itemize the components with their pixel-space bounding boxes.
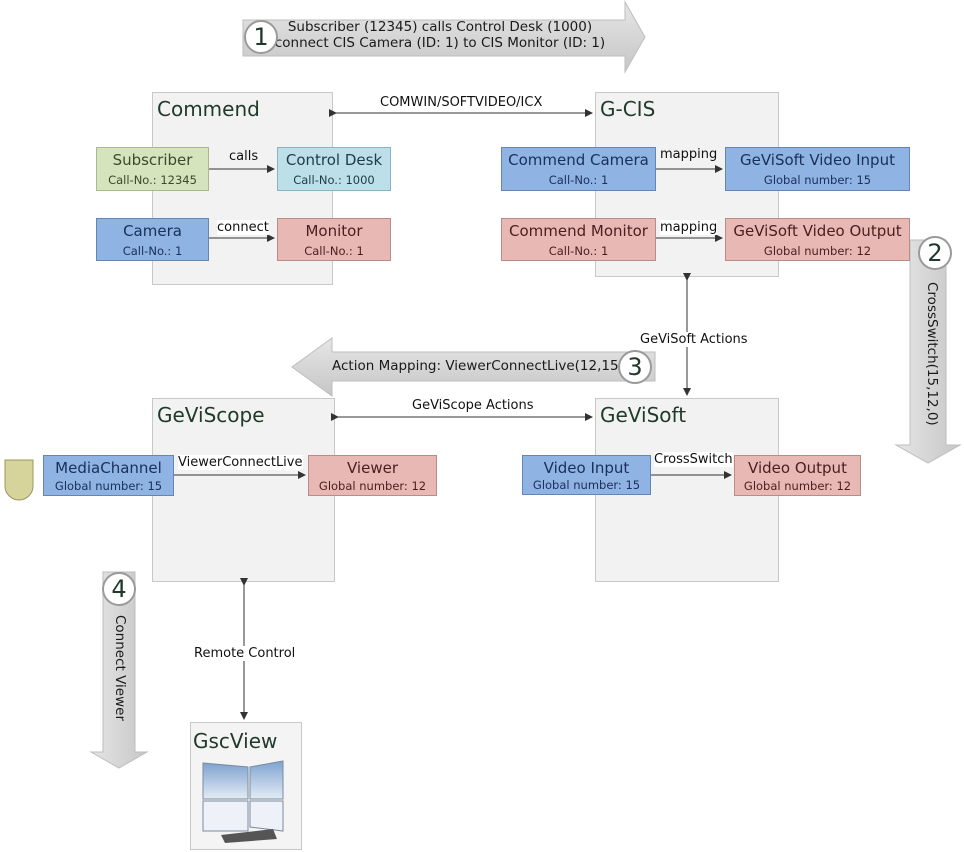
step-1-line-2: connect CIS Camera (ID: 1) to CIS Monito…: [274, 35, 606, 51]
gevisoft-actions-label: GeViSoft Actions: [640, 332, 748, 347]
step-1-text: Subscriber (12345) calls Control Desk (1…: [270, 19, 610, 51]
step-1-line-1: Subscriber (12345) calls Control Desk (1…: [287, 19, 593, 35]
step-3-text: Action Mapping: ViewerConnectLive(12,15): [332, 358, 624, 374]
geviscope-actions-label: GeViScope Actions: [412, 398, 534, 413]
gevisoft-video-output-number: Global number: 12: [763, 244, 872, 259]
video-output-box: Video Output Global number: 12: [734, 455, 861, 496]
step-4-badge: 4: [102, 572, 136, 606]
monitor-callno: Call-No.: 1: [304, 244, 364, 259]
subscriber-callno: Call-No.: 12345: [108, 173, 197, 188]
step-1-arrow: [242, 0, 646, 74]
gevisoft-video-input-title: GeViSoft Video Input: [740, 151, 895, 169]
video-output-number: Global number: 12: [743, 479, 852, 494]
gevisoft-video-input-number: Global number: 15: [763, 173, 872, 188]
remote-control-label: Remote Control: [194, 646, 296, 661]
mapping-label-1: mapping: [660, 147, 718, 162]
video-input-number: Global number: 15: [532, 478, 641, 493]
geviscope-panel: GeViScope: [152, 398, 335, 582]
gscview-panel: GscView: [190, 722, 302, 850]
comwin-label: COMWIN/SOFTVIDEO/ICX: [380, 95, 543, 110]
commend-monitor-title: Commend Monitor: [509, 222, 648, 240]
camera-box: Camera Call-No.: 1: [96, 218, 209, 261]
mapping-label-2: mapping: [660, 220, 718, 235]
step-1-badge: 1: [244, 20, 278, 54]
step-4-arrow: [89, 571, 149, 769]
gevisoft-video-output-box: GeViSoft Video Output Global number: 12: [725, 218, 910, 261]
gscview-icon: [202, 760, 284, 843]
connect-label: connect: [217, 220, 269, 235]
gevisoft-video-input-box: GeViSoft Video Input Global number: 15: [725, 147, 910, 191]
viewer-connect-label: ViewerConnectLive: [178, 455, 303, 470]
media-channel-box: MediaChannel Global number: 15: [43, 455, 174, 496]
viewer-number: Global number: 12: [318, 479, 427, 494]
control-desk-title: Control Desk: [285, 151, 383, 169]
gevisoft-title: GeViSoft: [600, 403, 687, 427]
control-desk-box: Control Desk Call-No.: 1000: [277, 147, 391, 191]
step-2-badge: 2: [918, 236, 952, 270]
step-2-arrow: [894, 239, 962, 464]
gevisoft-video-output-title: GeViSoft Video Output: [733, 222, 902, 240]
step-3-arrow: [291, 337, 656, 397]
camera-icon: [4, 459, 34, 501]
commend-title: Commend: [157, 97, 260, 121]
gscview-title: GscView: [193, 729, 278, 753]
camera-callno: Call-No.: 1: [122, 244, 183, 259]
viewer-title: Viewer: [347, 459, 398, 477]
monitor-title: Monitor: [305, 222, 363, 240]
commend-camera-box: Commend Camera Call-No.: 1: [501, 147, 656, 191]
video-input-box: Video Input Global number: 15: [522, 455, 651, 495]
media-channel-number: Global number: 15: [54, 479, 163, 494]
monitor-box: Monitor Call-No.: 1: [277, 218, 391, 261]
video-output-title: Video Output: [748, 459, 847, 477]
geviscope-title: GeViScope: [157, 403, 265, 427]
control-desk-callno: Call-No.: 1000: [293, 173, 375, 188]
media-channel-title: MediaChannel: [55, 459, 162, 477]
subscriber-box: Subscriber Call-No.: 12345: [96, 147, 209, 191]
commend-camera-callno: Call-No.: 1: [548, 173, 609, 188]
calls-label: calls: [229, 149, 259, 164]
step-3-badge: 3: [618, 350, 652, 384]
gcis-title: G-CIS: [600, 97, 656, 121]
viewer-box: Viewer Global number: 12: [308, 455, 437, 496]
video-input-title: Video Input: [543, 459, 630, 477]
commend-camera-title: Commend Camera: [508, 151, 649, 169]
subscriber-title: Subscriber: [112, 151, 193, 169]
camera-title: Camera: [123, 222, 182, 240]
crossswitch-label: CrossSwitch: [654, 452, 733, 467]
commend-monitor-box: Commend Monitor Call-No.: 1: [501, 218, 656, 261]
commend-monitor-callno: Call-No.: 1: [548, 244, 609, 259]
